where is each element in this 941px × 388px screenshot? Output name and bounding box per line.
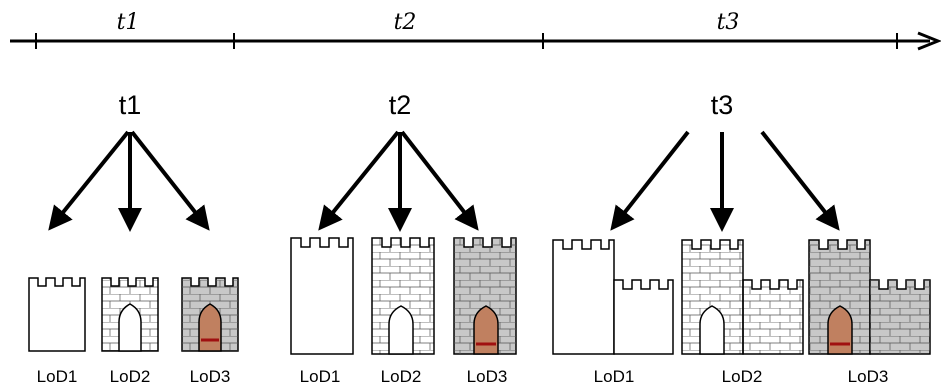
- door-outline: [388, 305, 414, 355]
- door: [198, 303, 222, 352]
- arrow-t1-lod3: [130, 130, 210, 231]
- tower-t1-lod3: [181, 277, 239, 352]
- lod-label-t3-lod3: LoD3: [848, 367, 889, 386]
- tower-t3-lod2: [681, 239, 804, 355]
- lod-label-t1-lod3: LoD3: [190, 367, 231, 386]
- arrow-t2-lod3: [400, 130, 479, 231]
- door: [827, 305, 853, 355]
- door-outline: [699, 305, 725, 355]
- tower-t2-lod2: [371, 237, 435, 355]
- timeline-arrowhead: [917, 31, 941, 51]
- lod-label-t2-lod3: LoD3: [467, 367, 508, 386]
- lod-label-t2-lod2: LoD2: [381, 367, 422, 386]
- arrow-t3-lod3: [760, 130, 840, 231]
- tower-t3-lod1: [552, 239, 674, 355]
- timeline-label-t1: t1: [117, 10, 140, 35]
- tower-t2-lod3: [453, 237, 517, 355]
- arrow-t1-lod1: [48, 130, 130, 231]
- lod-label-t2-lod1: LoD1: [300, 367, 341, 386]
- tower-t1-lod1: [28, 277, 86, 352]
- arrows: [48, 130, 840, 232]
- group-label-t1: t1: [119, 90, 142, 120]
- group-label-t3: t3: [711, 90, 734, 120]
- lod-label-t1-lod1: LoD1: [37, 367, 78, 386]
- door: [473, 305, 499, 355]
- group-label-t2: t2: [389, 90, 412, 120]
- tower-t1-lod2: [101, 277, 159, 352]
- door-outline: [118, 303, 142, 352]
- wall: [613, 279, 674, 355]
- lod-label-t3-lod2: LoD2: [722, 367, 763, 386]
- arrow-t2-lod1: [318, 130, 400, 231]
- lod-label-t1-lod2: LoD2: [110, 367, 151, 386]
- arrow-t3-lod1: [610, 130, 690, 231]
- tower-t3-lod3: [808, 239, 931, 355]
- wall: [742, 279, 804, 355]
- timeline-label-t2: t2: [394, 10, 417, 35]
- timeline-label-t3: t3: [717, 10, 740, 35]
- lod-label-t3-lod1: LoD1: [594, 367, 635, 386]
- tower-t2-lod1: [290, 237, 354, 355]
- timeline: t1 t2 t3: [10, 10, 941, 51]
